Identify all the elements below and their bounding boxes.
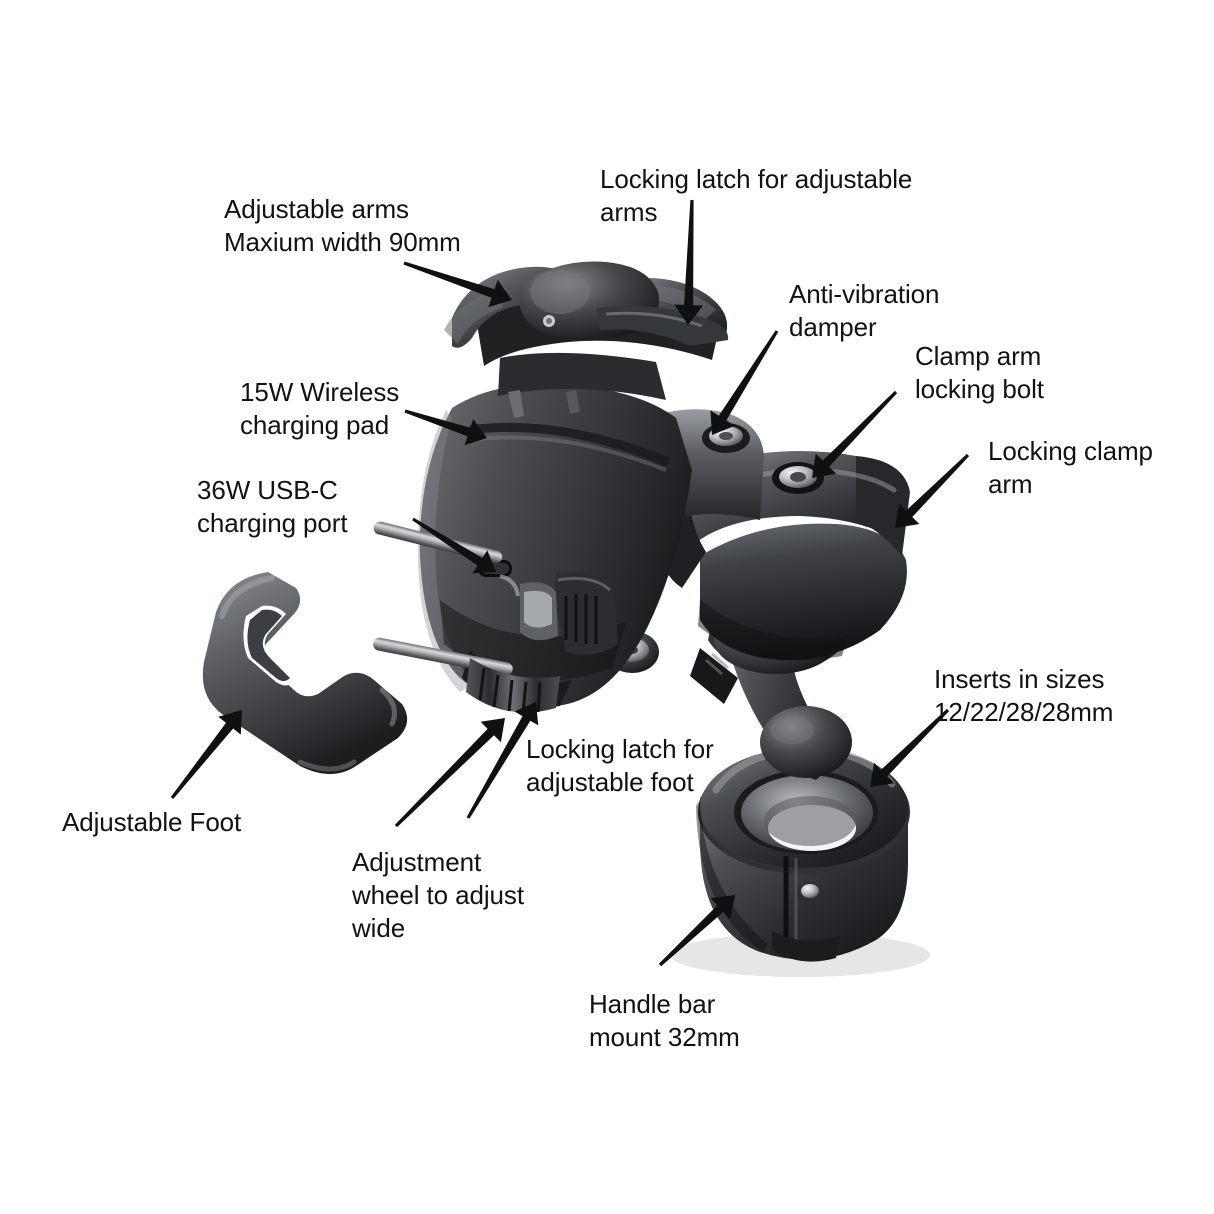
callout-label-adjustable-foot: Adjustable Foot xyxy=(62,807,242,837)
callout-arrow-handle-bar-mount xyxy=(658,895,735,967)
callout-label-adjustment-wheel: Adjustment wheel to adjust wide xyxy=(352,847,524,943)
handlebar-ring-clamp xyxy=(696,746,910,962)
foot-locking-latch xyxy=(520,572,618,655)
callout-arrow-locking-latch-arms xyxy=(674,199,703,325)
callout-arrow-locking-clamp-arm xyxy=(895,453,970,528)
callout-arrow-usb-c-charging-port xyxy=(412,517,496,574)
callout-label-locking-clamp-arm: Locking clamp arm xyxy=(988,436,1153,499)
callout-arrow-locking-latch-foot xyxy=(394,718,505,828)
callout-label-usb-c-charging-port: 36W USB-C charging port xyxy=(197,475,348,538)
callout-arrow-wireless-charging-pad xyxy=(404,409,487,446)
callout-arrow-adjustable-arms xyxy=(403,261,512,308)
callout-arrow-adjustment-wheel xyxy=(466,702,539,819)
callout-label-wireless-charging-pad: 15W Wireless charging pad xyxy=(240,377,400,440)
callout-arrow-inserts-in-sizes xyxy=(870,708,950,787)
callout-label-inserts-in-sizes: Inserts in sizes 12/22/28/28mm xyxy=(934,664,1114,727)
callout-label-locking-latch-foot: Locking latch for adjustable foot xyxy=(526,734,714,797)
callout-label-clamp-arm-locking-bolt: Clamp arm locking bolt xyxy=(915,341,1044,404)
locking-clamp-arm xyxy=(659,451,910,661)
callout-arrow-anti-vibration-damper xyxy=(710,330,779,435)
callout-label-anti-vibration-damper: Anti-vibration damper xyxy=(789,279,940,342)
callout-arrow-adjustable-foot xyxy=(170,710,242,799)
callout-label-handle-bar-mount: Handle bar mount 32mm xyxy=(589,989,740,1052)
callout-label-adjustable-arms: Adjustable arms Maxium width 90mm xyxy=(224,194,461,257)
callout-label-locking-latch-arms: Locking latch for adjustable arms xyxy=(600,164,913,227)
callout-arrow-clamp-arm-locking-bolt xyxy=(812,390,898,478)
